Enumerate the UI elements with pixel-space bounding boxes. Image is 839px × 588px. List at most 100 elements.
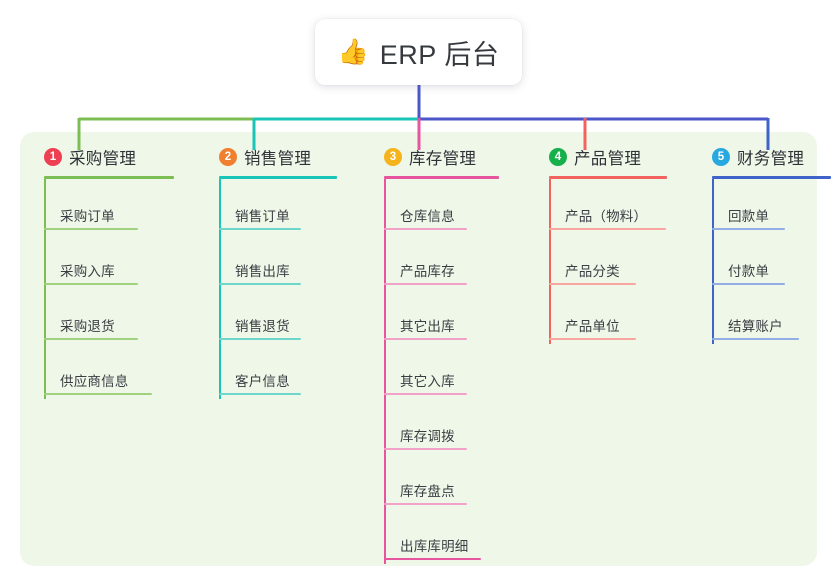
leaf-underline <box>384 228 467 230</box>
leaf-label: 销售订单 <box>235 209 290 224</box>
leaf-label: 其它入库 <box>400 374 455 389</box>
leaf-item[interactable]: 付款单 <box>698 234 839 289</box>
branch-column-3: 3 库存管理 仓库信息 产品库存 其它出库 其它入库 <box>370 145 540 564</box>
root-node[interactable]: 👍 ERP 后台 <box>315 19 522 85</box>
leaf-underline <box>549 228 666 230</box>
leaf-label: 采购入库 <box>60 264 115 279</box>
leaf-item[interactable]: 回款单 <box>698 179 839 234</box>
leaf-item[interactable]: 库存调拨 <box>370 399 540 454</box>
leaf-item[interactable]: 采购订单 <box>30 179 190 234</box>
branch-title-3: 库存管理 <box>409 150 477 168</box>
leaf-underline <box>384 558 481 560</box>
branch-header-3[interactable]: 3 库存管理 <box>370 145 540 169</box>
leaf-underline <box>712 283 785 285</box>
leaf-label: 客户信息 <box>235 374 290 389</box>
leaf-label: 结算账户 <box>728 319 783 334</box>
leaf-underline <box>44 283 138 285</box>
leaf-underline <box>712 228 785 230</box>
branch-column-4: 4 产品管理 产品（物料） 产品分类 产品单位 <box>535 145 710 344</box>
leaf-item[interactable]: 产品库存 <box>370 234 540 289</box>
leaf-underline <box>44 393 152 395</box>
leaf-underline <box>384 393 467 395</box>
branch-underline-2 <box>219 176 337 179</box>
leaf-item[interactable]: 出库库明细 <box>370 509 540 564</box>
branch-column-5: 5 财务管理 回款单 付款单 结算账户 <box>698 145 839 344</box>
leaf-underline <box>219 228 301 230</box>
leaf-underline <box>219 283 301 285</box>
branch-title-1: 采购管理 <box>69 150 137 168</box>
branch-header-4[interactable]: 4 产品管理 <box>535 145 710 169</box>
leaf-item[interactable]: 库存盘点 <box>370 454 540 509</box>
leaf-label: 回款单 <box>728 209 770 224</box>
branch-spine-1 <box>44 179 46 399</box>
branch-header-1[interactable]: 1 采购管理 <box>30 145 190 169</box>
leaf-underline <box>384 338 467 340</box>
branch-header-2[interactable]: 2 销售管理 <box>205 145 365 169</box>
leaf-item[interactable]: 仓库信息 <box>370 179 540 234</box>
leaf-label: 产品单位 <box>565 319 620 334</box>
root-node-title: ERP 后台 <box>379 39 500 70</box>
leaf-label: 产品（物料） <box>565 209 648 224</box>
branch-underline-3 <box>384 176 499 179</box>
leaf-label: 产品库存 <box>400 264 455 279</box>
leaf-label: 其它出库 <box>400 319 455 334</box>
branch-badge-3: 3 <box>384 148 402 166</box>
leaf-underline <box>219 338 301 340</box>
thumbs-up-icon: 👍 <box>337 37 369 66</box>
leaf-label: 付款单 <box>728 264 770 279</box>
branch-underline-1 <box>44 176 174 179</box>
branch-leaves-3: 仓库信息 产品库存 其它出库 其它入库 库存调拨 <box>370 179 540 564</box>
leaf-item[interactable]: 产品单位 <box>535 289 710 344</box>
branch-spine-5 <box>712 179 714 344</box>
leaf-item[interactable]: 结算账户 <box>698 289 839 344</box>
leaf-underline <box>44 228 138 230</box>
branch-badge-5: 5 <box>712 148 730 166</box>
branch-leaves-1: 采购订单 采购入库 采购退货 供应商信息 <box>30 179 190 399</box>
leaf-item[interactable]: 其它入库 <box>370 344 540 399</box>
leaf-label: 出库库明细 <box>400 539 469 554</box>
leaf-label: 采购退货 <box>60 319 115 334</box>
branch-badge-2: 2 <box>219 148 237 166</box>
leaf-item[interactable]: 产品分类 <box>535 234 710 289</box>
branch-title-4: 产品管理 <box>574 150 642 168</box>
leaf-item[interactable]: 客户信息 <box>205 344 365 399</box>
branch-underline-4 <box>549 176 667 179</box>
leaf-underline <box>549 283 636 285</box>
branch-column-1: 1 采购管理 采购订单 采购入库 采购退货 供应商信 <box>30 145 190 399</box>
branch-title-2: 销售管理 <box>244 150 312 168</box>
branch-badge-1: 1 <box>44 148 62 166</box>
leaf-item[interactable]: 销售退货 <box>205 289 365 344</box>
branch-header-5[interactable]: 5 财务管理 <box>698 145 839 169</box>
branch-badge-4: 4 <box>549 148 567 166</box>
leaf-label: 采购订单 <box>60 209 115 224</box>
leaf-underline <box>384 503 467 505</box>
branch-underline-5 <box>712 176 831 179</box>
leaf-item[interactable]: 供应商信息 <box>30 344 190 399</box>
leaf-label: 销售出库 <box>235 264 290 279</box>
leaf-label: 仓库信息 <box>400 209 455 224</box>
leaf-underline <box>384 283 467 285</box>
leaf-item[interactable]: 产品（物料） <box>535 179 710 234</box>
leaf-label: 销售退货 <box>235 319 290 334</box>
root-node-content: 👍 ERP 后台 <box>338 33 500 72</box>
leaf-underline <box>549 338 636 340</box>
branch-title-5: 财务管理 <box>737 150 805 168</box>
leaf-label: 库存盘点 <box>400 484 455 499</box>
leaf-underline <box>219 393 301 395</box>
leaf-underline <box>384 448 467 450</box>
branch-spine-2 <box>219 179 221 399</box>
branch-leaves-5: 回款单 付款单 结算账户 <box>698 179 839 344</box>
leaf-item[interactable]: 销售订单 <box>205 179 365 234</box>
branch-spine-3 <box>384 179 386 564</box>
leaf-item[interactable]: 采购入库 <box>30 234 190 289</box>
leaf-underline <box>712 338 799 340</box>
leaf-item[interactable]: 其它出库 <box>370 289 540 344</box>
branch-leaves-4: 产品（物料） 产品分类 产品单位 <box>535 179 710 344</box>
branches-panel <box>20 132 817 566</box>
leaf-item[interactable]: 销售出库 <box>205 234 365 289</box>
branch-leaves-2: 销售订单 销售出库 销售退货 客户信息 <box>205 179 365 399</box>
branch-spine-4 <box>549 179 551 344</box>
leaf-item[interactable]: 采购退货 <box>30 289 190 344</box>
